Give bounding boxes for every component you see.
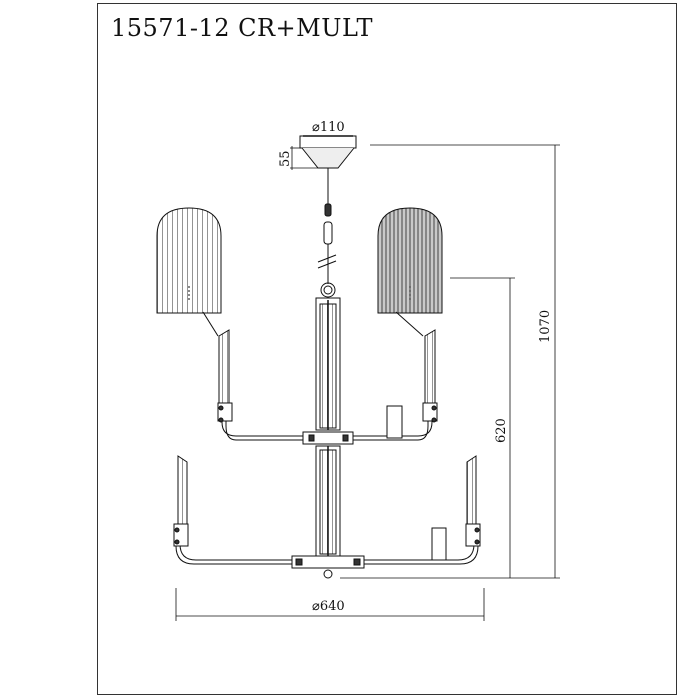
drawing-sheet	[97, 3, 677, 695]
body-height-label: 620	[494, 418, 509, 443]
height-dimension-lines	[340, 144, 560, 579]
shade-detail-right	[377, 207, 443, 337]
canopy-diameter-label: ⌀110	[312, 120, 345, 135]
shade-detail-left	[156, 207, 222, 337]
overall-diameter-label: ⌀640	[312, 599, 345, 614]
chain	[317, 168, 337, 298]
upper-shade-holders	[217, 329, 438, 439]
central-column	[291, 297, 365, 579]
canopy-dimension-lines	[290, 146, 318, 170]
lower-shade-holders	[173, 455, 481, 561]
canopy-height-label: 55	[278, 150, 293, 167]
canopy	[299, 135, 357, 169]
model-title: 15571-12 CR+MULT	[111, 14, 373, 42]
width-dimension-lines	[175, 588, 485, 621]
total-height-label: 1070	[538, 310, 553, 343]
